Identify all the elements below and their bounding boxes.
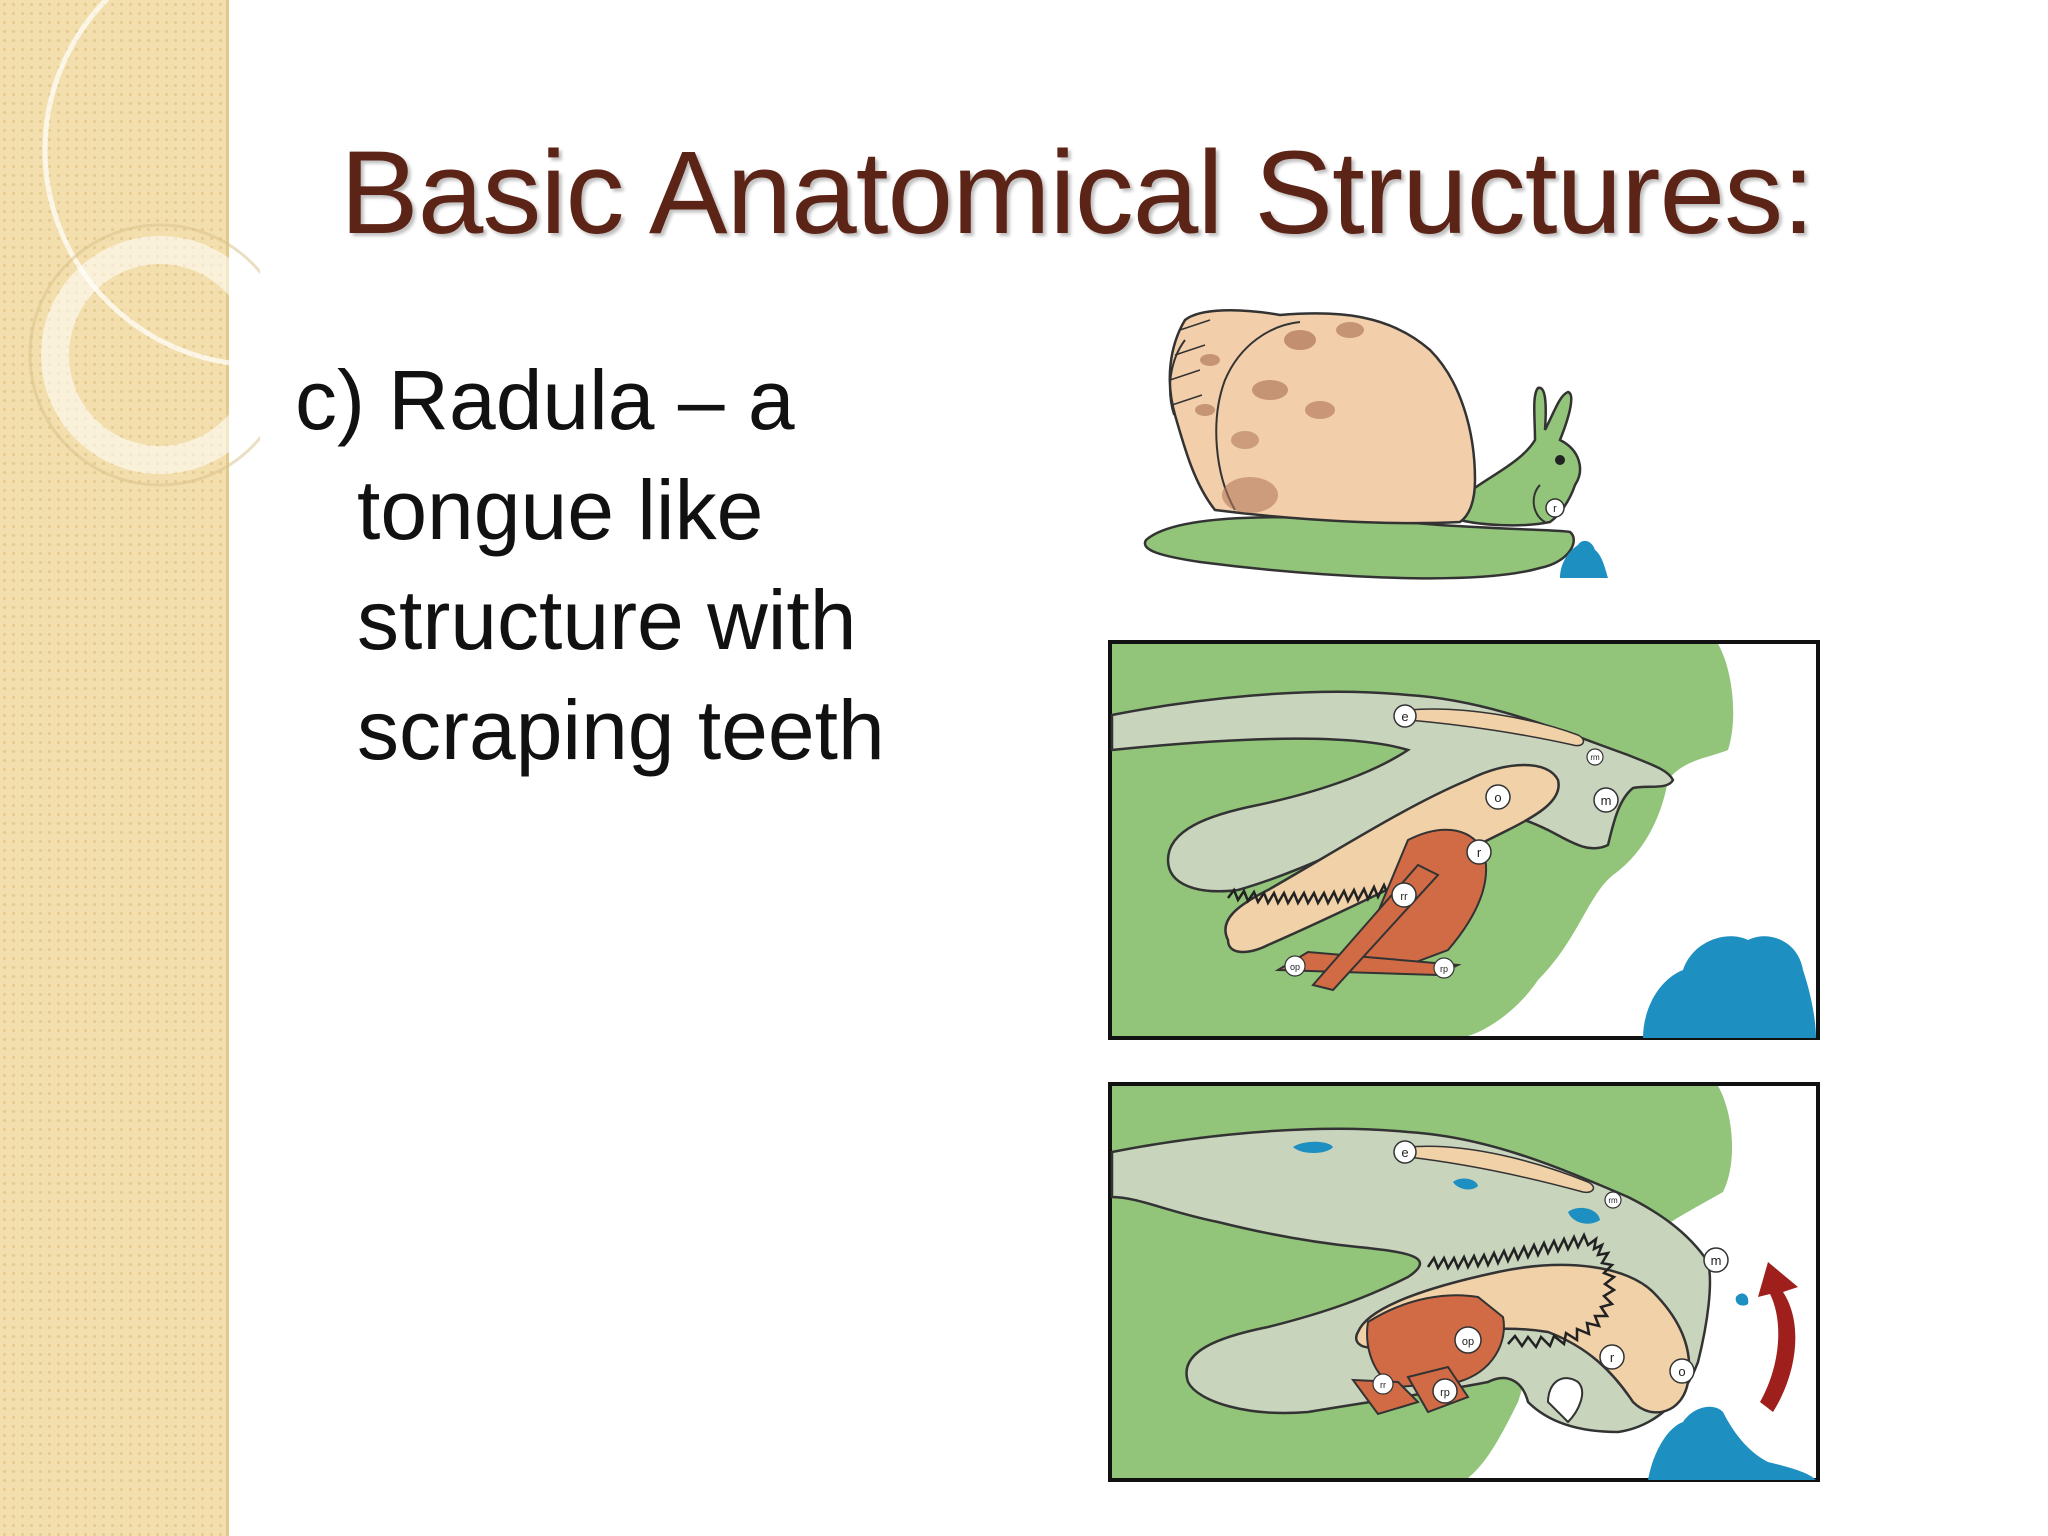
body-line-2: tongue like: [357, 463, 764, 557]
slide-title: Basic Anatomical Structures:: [340, 127, 1815, 259]
snail-eye: [1555, 455, 1565, 465]
svg-text:r: r: [1477, 845, 1482, 860]
panel2-saliva-2: [1453, 1178, 1478, 1190]
snail-illustration: r: [1143, 309, 1608, 580]
snail-label-r-text: r: [1553, 503, 1557, 515]
panel2-labels: e rm m op r o rr rp: [1372, 1140, 1729, 1404]
sidebar-edge: [226, 0, 229, 1536]
body-line-3: structure with: [357, 573, 857, 667]
svg-text:e: e: [1401, 1145, 1408, 1160]
svg-text:o: o: [1678, 1364, 1685, 1379]
panel2-buccal-cavity: [1110, 1127, 1712, 1434]
svg-text:rr: rr: [1380, 1380, 1386, 1390]
shell-spot: [1284, 330, 1316, 350]
snail-label-r: [1545, 498, 1565, 518]
svg-text:rr: rr: [1400, 891, 1408, 903]
svg-text:m: m: [1711, 1253, 1722, 1268]
snail-food: [1560, 540, 1608, 578]
panel1-food: [1643, 936, 1816, 1038]
decorative-rings: [28, 0, 260, 487]
svg-text:op: op: [1290, 962, 1300, 972]
panel2-radula-teeth: [1426, 1231, 1617, 1350]
svg-text:rp: rp: [1440, 1387, 1450, 1399]
panel1-esophagus-stripe: [1407, 708, 1585, 747]
snail-head: [1458, 386, 1582, 527]
svg-text:op: op: [1462, 1336, 1474, 1348]
svg-text:m: m: [1601, 793, 1612, 808]
svg-text:rm: rm: [1608, 1196, 1618, 1205]
panel2-esophagus-stripe: [1407, 1145, 1595, 1194]
panel1-labels: e rm m o r rr op rp: [1284, 704, 1619, 979]
svg-text:rp: rp: [1440, 964, 1448, 974]
body-text: c) Radula – a tongue like structure with…: [295, 345, 1015, 785]
panel2-food: [1648, 1406, 1816, 1480]
panel2-saliva-1: [1293, 1141, 1333, 1154]
panel2-saliva-4: [1735, 1293, 1749, 1306]
panel1-odontophore: [1224, 763, 1560, 954]
panel2-notch: [1546, 1377, 1584, 1424]
svg-text:o: o: [1494, 790, 1501, 805]
panel2-muscle-op: [1366, 1294, 1505, 1389]
radula-panel-1: e rm m o r rr op rp: [1108, 640, 1820, 1040]
panel2-saliva-3: [1568, 1207, 1600, 1224]
body-line-4: scraping teeth: [357, 683, 885, 777]
panel2-motion-arrow: [1758, 1262, 1798, 1412]
body-line-1: c) Radula – a: [295, 353, 795, 447]
svg-text:r: r: [1610, 1350, 1615, 1365]
svg-text:e: e: [1401, 709, 1408, 724]
svg-text:rm: rm: [1590, 753, 1600, 762]
radula-panel-2: e rm m op r o rr rp: [1108, 1082, 1820, 1482]
